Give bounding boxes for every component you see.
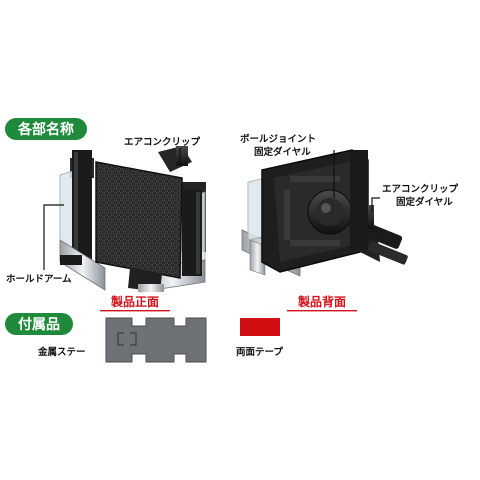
label-ball-joint-line1: ボールジョイント bbox=[240, 133, 316, 145]
holder-back-view bbox=[241, 149, 408, 277]
caption-front: 製品正面 bbox=[110, 294, 159, 309]
accessories-section-title: 付属品 bbox=[18, 316, 60, 333]
label-clip-dial-line2: 固定ダイヤル bbox=[396, 196, 453, 208]
label-double-tape: 両面テープ bbox=[236, 346, 283, 358]
parts-section-title: 各部名称 bbox=[17, 121, 74, 138]
caption-front-underline bbox=[100, 310, 170, 312]
holder-front-view bbox=[59, 146, 206, 293]
leader-hold-arm bbox=[43, 204, 64, 270]
label-hold-arm: ホールドアーム bbox=[6, 274, 72, 285]
accessories-section-badge: 付属品 bbox=[5, 313, 73, 335]
caption-back: 製品背面 bbox=[297, 294, 346, 309]
label-clip-dial-line1: エアコンクリップ bbox=[382, 183, 459, 195]
label-ball-joint-line2: 固定ダイヤル bbox=[254, 146, 311, 158]
parts-section-badge: 各部名称 bbox=[5, 118, 87, 140]
leader-clip-dial bbox=[371, 197, 380, 212]
metal-stay-image bbox=[105, 317, 207, 363]
label-metal-stay: 金属ステー bbox=[37, 346, 86, 358]
caption-back-underline bbox=[287, 310, 357, 312]
label-aircon-clip: エアコンクリップ bbox=[124, 136, 201, 148]
double-tape-image bbox=[240, 318, 280, 336]
